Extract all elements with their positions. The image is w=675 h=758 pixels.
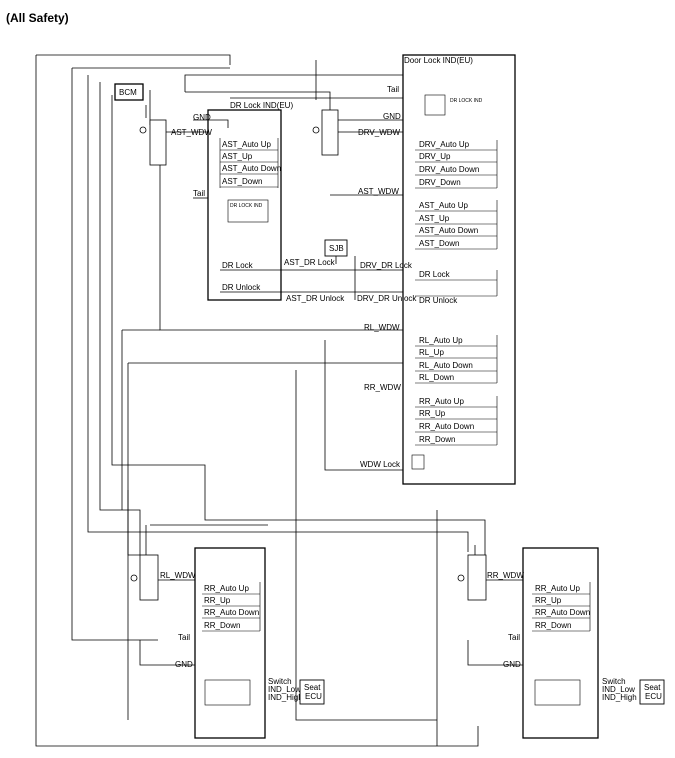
rr-tail-label: Tail [508,633,520,642]
rr-mod-sw-2: RR_Auto Down [535,608,590,617]
assist-switch-2: AST_Auto Down [222,164,281,173]
driver-rl-wdw-label: RL_WDW [364,323,400,332]
assist-switch-0: AST_Auto Up [222,140,271,149]
ast-sw-0: AST_Auto Up [419,201,468,210]
rr-switch-label: Switch [602,677,626,686]
rr-gnd-label: GND [503,660,521,669]
rl-switch-label: Switch [268,677,292,686]
driver-ast-wdw-label: AST_WDW [358,187,399,196]
sjb-label: SJB [329,244,344,253]
driver-gnd-label: GND [383,112,401,121]
drv-dr-lock-label: DRV_DR Lock [360,261,413,270]
assist-dr-lock-ind-label: DR Lock IND(EU) [230,101,293,110]
rl-seat-ecu-line-1: ECU [305,692,322,701]
rl-wdw-label: RL_WDW [160,571,196,580]
rl-sw-2: RL_Auto Down [419,361,473,370]
assist-switch-1: AST_Up [222,152,253,161]
bcm-block: BCM [114,83,144,101]
driver-rr-wdw-label: RR_WDW [364,383,401,392]
rl-sw-0: RL_Auto Up [419,336,463,345]
rl-mod-sw-0: RR_Auto Up [204,584,249,593]
rl-mod-sw-3: RR_Down [204,621,240,630]
rr-ind-high-label: IND_High [602,693,637,702]
drv-dr-lock: DR Lock [419,270,451,279]
rl-ind-high-label: IND_High [268,693,303,702]
drv-dr-unlock: DR Unlock [419,296,458,305]
rl-sw-3: RL_Down [419,373,454,382]
rear-left-module: RL_WDW RR_Auto Up RR_Up RR_Auto Down RR_… [130,547,325,739]
rr-sw-0: RR_Auto Up [419,397,464,406]
drv-switch-3: DRV_Down [419,178,461,187]
rr-mod-sw-3: RR_Down [535,621,571,630]
driver-drv-wdw-label: DRV_WDW [358,128,401,137]
driver-tail-label: Tail [387,85,399,94]
assist-dr-unlock-label: DR Unlock [222,283,261,292]
rr-sw-1: RR_Up [419,409,446,418]
rear-right-module: RR_WDW RR_Auto Up RR_Up RR_Auto Down RR_… [457,547,665,739]
bcm-label: BCM [119,88,137,97]
rl-ind-low-label: IND_Low [268,685,301,694]
diagram-title: (All Safety) [6,11,69,25]
rr-sw-3: RR_Down [419,435,455,444]
rr-mod-sw-1: RR_Up [535,596,562,605]
harness-wires [35,54,523,747]
rl-mod-sw-2: RR_Auto Down [204,608,259,617]
assist-gnd-label: GND [193,113,211,122]
assist-switch-3: AST_Down [222,177,262,186]
rr-sw-2: RR_Auto Down [419,422,474,431]
svg-text:DR LOCK IND: DR LOCK IND [230,203,263,209]
ast-dr-lock-label: AST_DR Lock [284,258,336,267]
rr-seat-ecu-line-0: Seat [644,683,661,692]
drv-switch-0: DRV_Auto Up [419,140,470,149]
rl-gnd-label: GND [175,660,193,669]
ast-sw-2: AST_Auto Down [419,226,478,235]
drv-dr-unlock-label: DRV_DR Unlock [357,294,417,303]
rr-seat-ecu-line-1: ECU [645,692,662,701]
assist-switch-module: DR Lock IND(EU) GND AST_WDW Tail AST_Aut… [166,101,403,303]
rl-tail-label: Tail [178,633,190,642]
svg-text:DR LOCK IND: DR LOCK IND [450,98,483,104]
assist-tail-label: Tail [193,189,205,198]
sjb-block: SJB [324,239,356,300]
drv-switch-2: DRV_Auto Down [419,165,479,174]
safety-ecu-front-right [312,109,339,156]
assist-dr-lock-label: DR Lock [222,261,254,270]
ast-sw-3: AST_Down [419,239,459,248]
assist-ast-wdw-label: AST_WDW [171,128,212,137]
rl-seat-ecu-line-0: Seat [304,683,321,692]
rr-wdw-label: RR_WDW [487,571,524,580]
ast-dr-unlock-label: AST_DR Unlock [286,294,345,303]
rl-sw-1: RL_Up [419,348,444,357]
driver-switch-module: Door Lock IND(EU) Tail GND DRV_WDW AST_W… [330,54,516,485]
door-lock-ind-label: Door Lock IND(EU) [404,56,473,65]
rr-ind-low-label: IND_Low [602,685,635,694]
driver-wdw-lock-label: WDW Lock [360,460,401,469]
rr-mod-sw-0: RR_Auto Up [535,584,580,593]
safety-ecu-front-left [139,119,167,166]
rl-mod-sw-1: RR_Up [204,596,231,605]
drv-switch-1: DRV_Up [419,152,451,161]
ast-sw-1: AST_Up [419,214,450,223]
